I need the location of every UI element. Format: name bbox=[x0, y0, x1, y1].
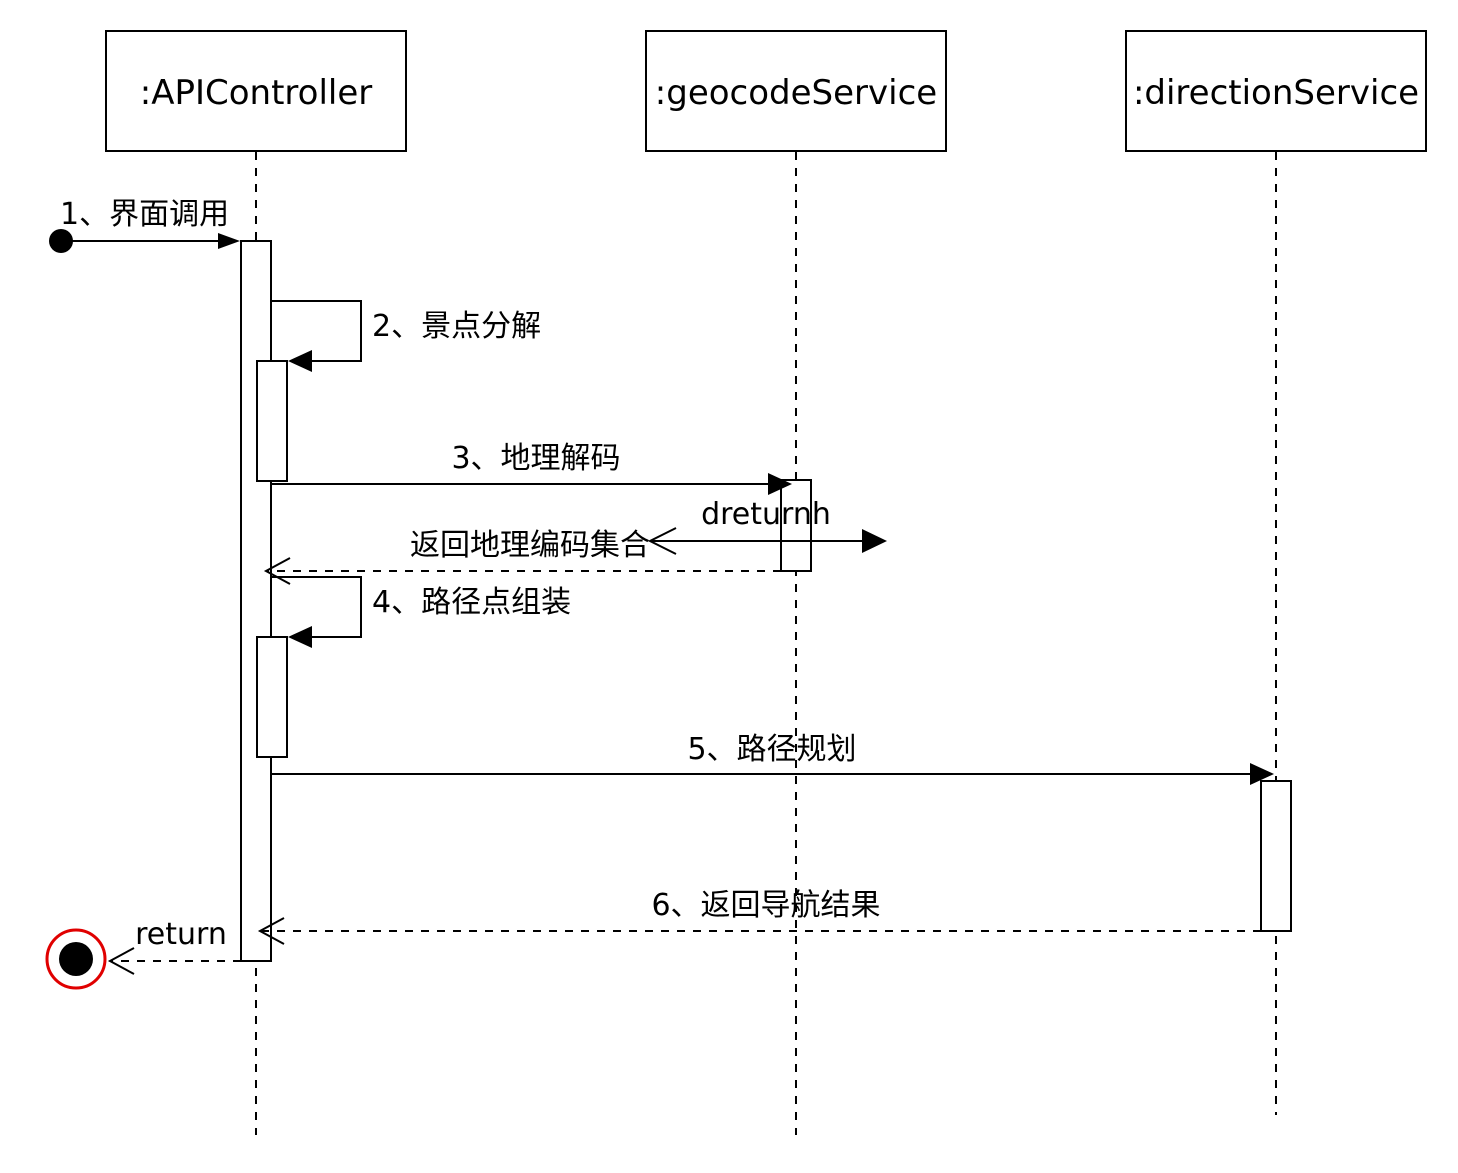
message-3-arrowhead bbox=[768, 473, 792, 495]
activation-dir bbox=[1260, 780, 1292, 932]
message-3-return: 返回地理编码集合 bbox=[263, 528, 781, 585]
participant-geo-label: :geocodeService bbox=[655, 73, 937, 113]
message-4: 4、路径点组装 bbox=[271, 576, 571, 648]
participant-api-box bbox=[105, 30, 407, 152]
message-4-arrowhead bbox=[288, 626, 312, 648]
message-2-arrowhead bbox=[288, 350, 312, 372]
participant-geo-box bbox=[645, 30, 947, 152]
message-6-arrowhead bbox=[257, 917, 285, 945]
participant-dir-label: :directionService bbox=[1133, 73, 1419, 113]
message-3-return-arrowhead bbox=[263, 557, 291, 585]
message-6: 6、返回导航结果 bbox=[257, 888, 1261, 945]
message-2: 2、景点分解 bbox=[271, 300, 541, 372]
floating-label: dreturnh bbox=[701, 497, 831, 532]
message-5-label: 5、路径规划 bbox=[687, 732, 856, 767]
activation-api-self-2 bbox=[256, 636, 288, 758]
final-return-label: return bbox=[135, 917, 227, 952]
floating-arrowhead-right bbox=[862, 529, 887, 553]
participant-api-controller: :APIController bbox=[105, 30, 407, 152]
message-3-return-label: 返回地理编码集合 bbox=[410, 528, 650, 563]
participant-direction-service: :directionService bbox=[1125, 30, 1427, 152]
final-return: return bbox=[45, 917, 241, 990]
final-return-arrowhead bbox=[107, 947, 135, 975]
participant-dir-box bbox=[1125, 30, 1427, 152]
message-3-label: 3、地理解码 bbox=[451, 441, 620, 476]
message-4-line bbox=[271, 576, 362, 638]
message-1: 1、界面调用 bbox=[49, 197, 240, 253]
message-1-arrowhead bbox=[218, 233, 240, 249]
message-5: 5、路径规划 bbox=[271, 732, 1274, 785]
message-2-line bbox=[271, 300, 362, 362]
message-3: 3、地理解码 bbox=[271, 441, 792, 495]
message-6-label: 6、返回导航结果 bbox=[651, 888, 880, 923]
activation-api-main bbox=[240, 240, 272, 962]
participant-geocode-service: :geocodeService bbox=[645, 30, 947, 152]
message-5-arrowhead bbox=[1250, 763, 1274, 785]
activation-api-self-1 bbox=[256, 360, 288, 482]
participant-api-label: :APIController bbox=[140, 73, 373, 113]
message-3-floating: dreturnh bbox=[647, 497, 887, 555]
activation-geo bbox=[780, 479, 812, 572]
floating-arrowhead-left bbox=[647, 527, 677, 555]
message-2-label: 2、景点分解 bbox=[372, 309, 541, 344]
message-4-label: 4、路径点组装 bbox=[372, 585, 571, 620]
message-1-label: 1、界面调用 bbox=[60, 197, 229, 232]
end-point-dot bbox=[59, 942, 93, 976]
